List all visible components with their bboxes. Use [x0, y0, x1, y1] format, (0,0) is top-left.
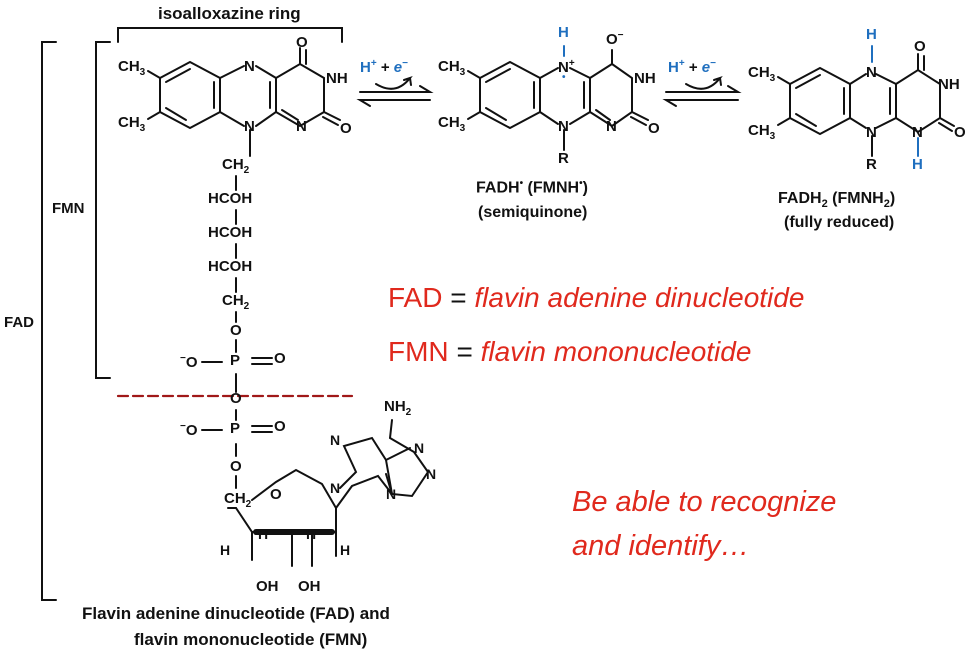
sq-h5: H — [558, 24, 569, 41]
reduced-ring — [777, 45, 955, 157]
methyl-bottom-left: CH3 — [118, 114, 146, 134]
semiquinone-subcaption: (semiquinone) — [478, 204, 588, 221]
red-n1: N — [912, 124, 923, 141]
ribose-ch2: CH2 — [224, 490, 252, 510]
chain-ch2-1: CH2 — [222, 156, 250, 176]
ribose-oh2: OH — [298, 578, 321, 595]
sq-o2: O — [648, 120, 660, 137]
sq-n3h: NH — [634, 70, 656, 87]
sq-methyl-bottom: CH3 — [438, 114, 466, 134]
fad-bracket — [41, 41, 57, 601]
ribose-h1: H — [220, 542, 231, 558]
fad-label: FAD — [4, 314, 34, 331]
sq-n1: N — [606, 118, 617, 135]
ribose-oh1: OH — [256, 578, 279, 595]
equilibrium-arrow-1 — [356, 76, 434, 107]
red-h1: H — [912, 156, 923, 173]
reduced-caption: FADH2 (FMNH2) — [778, 190, 896, 211]
fmn-label: FMN — [52, 200, 85, 217]
ox-n10: N — [244, 118, 255, 135]
semiquinone-ring — [467, 45, 649, 151]
adenine-nh2: NH2 — [384, 398, 412, 418]
red-h5: H — [866, 26, 877, 43]
sq-r: R — [558, 150, 569, 167]
red-o2: O — [954, 124, 966, 141]
chain-o-1: O — [230, 322, 242, 339]
ribose-h3: H — [306, 526, 317, 542]
chain-hcoh-3: HCOH — [208, 258, 253, 275]
ester-o: O — [230, 458, 242, 475]
phosphate2-p: P — [230, 420, 241, 437]
reagent1: H+ + e− — [360, 58, 408, 76]
oxidized-ring — [147, 47, 430, 567]
ribose-h4: H — [340, 542, 351, 558]
sq-radical-dot: • — [562, 72, 566, 83]
chain-hcoh-1: HCOH — [208, 190, 253, 207]
red-r: R — [866, 156, 877, 173]
adenine-n9: N — [330, 480, 341, 496]
note-line-2: and identify… — [572, 530, 750, 562]
adenine-n3: N — [386, 486, 397, 502]
methyl-top-left: CH3 — [118, 58, 146, 78]
equilibrium-arrow-2 — [662, 76, 742, 107]
chain-hcoh-2: HCOH — [208, 224, 253, 241]
phosphate1-p: P — [230, 352, 241, 369]
phosphate2-o: O — [274, 418, 286, 435]
reagent2: H+ + e− — [668, 58, 716, 76]
bottom-caption-line-1: Flavin adenine dinucleotide (FAD) and — [82, 604, 390, 623]
red-o4: O — [914, 38, 926, 55]
ox-o4: O — [296, 34, 308, 51]
sq-ominus: O− — [606, 30, 624, 48]
ribose-h2: H — [258, 526, 269, 542]
red-n10: N — [866, 124, 877, 141]
bottom-caption-line-2: flavin mononucleotide (FMN) — [134, 630, 368, 649]
fad-definition: FAD = flavin adenine dinucleotide — [388, 282, 805, 313]
red-methyl-top: CH3 — [748, 64, 776, 84]
ox-n5: N — [244, 58, 255, 75]
adenine-n3b: N — [426, 466, 437, 482]
red-n5: N — [866, 64, 877, 81]
red-n3h: NH — [938, 76, 960, 93]
bridge-o: O — [230, 390, 242, 407]
ribose-o: O — [270, 486, 282, 503]
reduced-subcaption: (fully reduced) — [784, 214, 895, 231]
ox-n3h: NH — [326, 70, 348, 87]
sq-n10: N — [558, 118, 569, 135]
fmn-definition: FMN = flavin mononucleotide — [388, 336, 752, 367]
phosphate2-ominus: −O — [180, 421, 198, 439]
fmn-bracket — [95, 41, 111, 379]
adenine-n1: N — [414, 440, 425, 456]
sq-methyl-top: CH3 — [438, 58, 466, 78]
red-methyl-bottom: CH3 — [748, 122, 776, 142]
chain-ch2-2: CH2 — [222, 292, 250, 312]
note-line-1: Be able to recognize — [572, 486, 837, 518]
phosphate1-ominus: −O — [180, 353, 198, 371]
sq-n5: N+ — [558, 58, 575, 76]
isoalloxazine-label: isoalloxazine ring — [158, 4, 301, 23]
phosphate1-o: O — [274, 350, 286, 367]
adenine-n7: N — [330, 432, 341, 448]
ox-o2: O — [340, 120, 352, 137]
semiquinone-caption: FADH• (FMNH•) — [476, 178, 588, 197]
ox-n1: N — [296, 118, 307, 135]
isoalloxazine-bracket — [117, 27, 343, 43]
